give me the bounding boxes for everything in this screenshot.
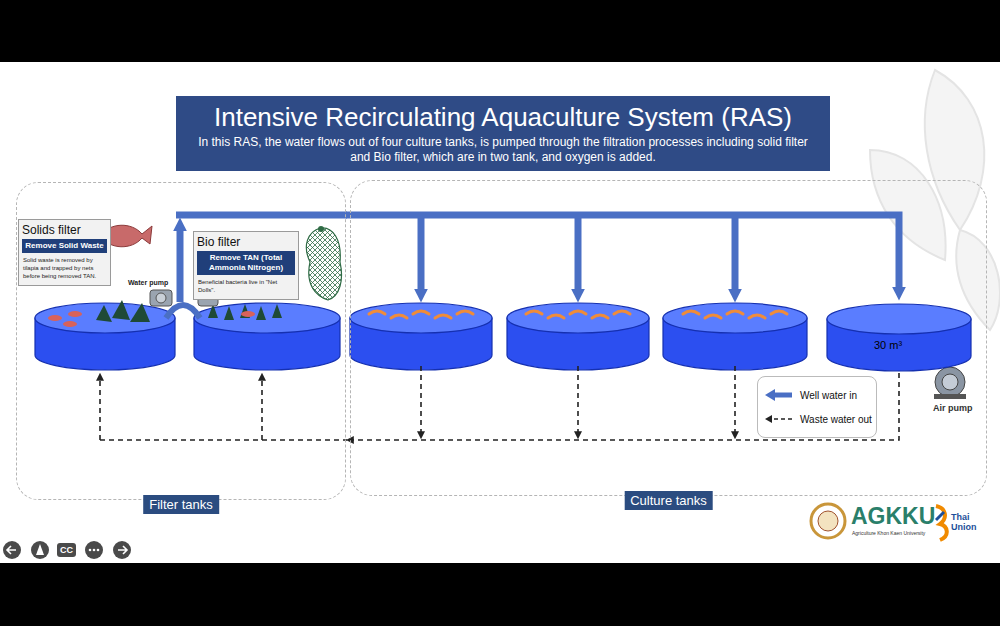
legend-sample (764, 413, 794, 425)
tank-top (827, 304, 971, 334)
leaf-decoration (870, 70, 1000, 330)
water-pipe (166, 215, 735, 318)
shrimp (592, 315, 608, 318)
fish-and-shrimp (48, 311, 950, 327)
shrimp (391, 315, 407, 318)
region-label: Filter tanks (143, 495, 219, 514)
callout-body: Beneficial bacteria live in "Net Dolls". (198, 278, 294, 294)
tank (35, 303, 807, 370)
net-doll-image (306, 228, 341, 300)
shrimp (771, 311, 787, 314)
filter-tanks-region: Filter tanksSolids filterRemove Solid Wa… (16, 182, 346, 500)
volume-label: 30 m³ (874, 339, 902, 352)
region-label: Culture tanks (624, 491, 713, 510)
net (96, 300, 282, 322)
culture-tanks-region: Culture tanks30 m³ (350, 180, 987, 496)
fish (68, 311, 82, 317)
callout-heading: Bio filter (197, 235, 295, 249)
fish (63, 321, 77, 327)
logo-subtext: Agriculture Khon Kaen University (852, 530, 925, 536)
legend-sample (764, 389, 794, 401)
shrimp (413, 311, 429, 314)
title-banner: Intensive Recirculating Aquaculture Syst… (176, 96, 830, 171)
shrimp (749, 315, 765, 318)
legend-text: Waste water out (800, 414, 872, 425)
black-bar (0, 0, 1000, 62)
air-pump-icon (934, 367, 966, 399)
shrimp (526, 311, 542, 314)
legend-row: Waste water out (764, 407, 870, 431)
legend-box: Well water in Waste water out (757, 376, 877, 438)
university-logo (811, 504, 845, 538)
culture-tank: 30 m³ (826, 301, 972, 373)
toolbar-button: CC (57, 543, 76, 557)
legend-arrow (765, 389, 775, 401)
shrimp (614, 311, 630, 314)
tank-shape (826, 301, 972, 373)
title: Intensive Recirculating Aquaculture Syst… (188, 101, 818, 133)
logo-text: Thai Union (951, 512, 987, 532)
pump-label: Air pump (933, 403, 973, 413)
toolbar (3, 541, 131, 559)
fish (48, 315, 62, 321)
waste-water-connector (353, 373, 899, 440)
waste-water-line (100, 366, 735, 440)
legend-arrow (774, 393, 792, 398)
shrimp (548, 315, 564, 318)
caption: In this RAS, the water flows out of four… (188, 135, 818, 165)
shrimp (570, 311, 586, 314)
legend-arrow (765, 415, 772, 423)
water-pipe-connector (346, 215, 899, 288)
thai-union-logo (936, 506, 947, 540)
callout-band: Remove TAN (Total Ammonia Nitrogen) (197, 251, 295, 275)
shrimp (727, 311, 743, 314)
legend-arrow (772, 418, 792, 420)
pump-label: Water pump (128, 279, 168, 286)
logo-text: AGKKU (851, 503, 935, 529)
black-bar (0, 563, 1000, 626)
legend-row: Well water in (764, 383, 870, 407)
shrimp (457, 311, 473, 314)
callout-band: Remove Solid Waste (22, 239, 107, 253)
fish (241, 311, 255, 317)
shrimp (435, 315, 451, 318)
callout-body: Solid waste is removed by tilapia and tr… (23, 256, 106, 280)
net-doll-image (318, 226, 324, 232)
legend-text: Well water in (800, 390, 857, 401)
callout-box: Solids filterRemove Solid WasteSolid was… (18, 219, 111, 286)
shrimp (683, 311, 699, 314)
callout-heading: Solids filter (22, 223, 107, 237)
shrimp (705, 315, 721, 318)
shrimp (369, 311, 385, 314)
callout-box: Bio filterRemove TAN (Total Ammonia Nitr… (193, 231, 299, 300)
